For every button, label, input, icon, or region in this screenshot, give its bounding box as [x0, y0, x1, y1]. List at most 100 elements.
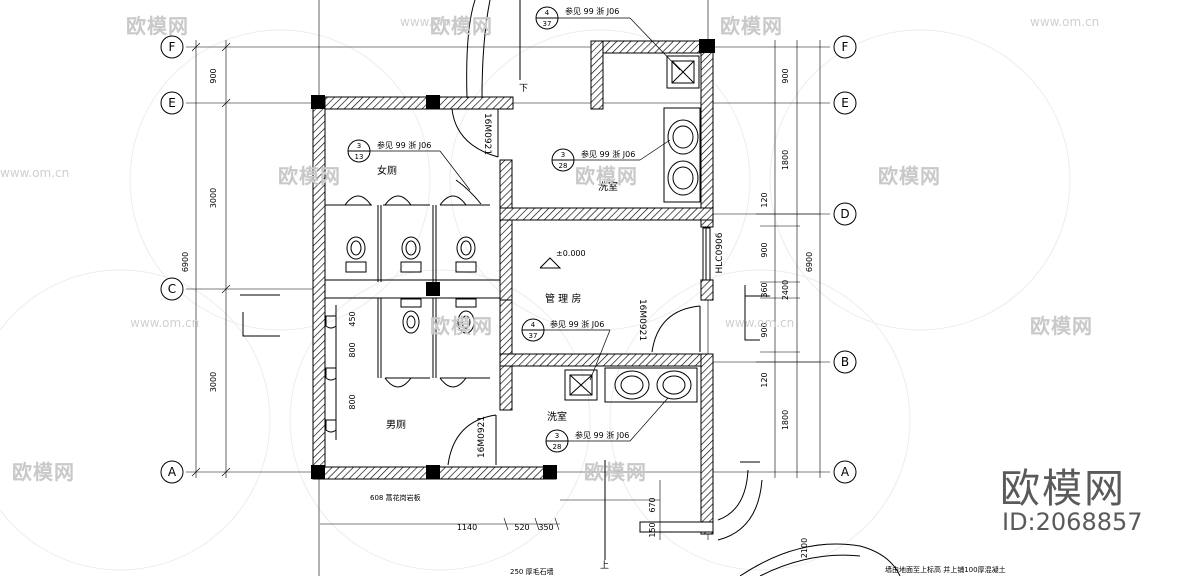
ref-manage-num: 4 — [531, 321, 536, 329]
room-wash-bottom: 洗室 — [547, 410, 567, 423]
axis-d-right: D — [840, 207, 849, 221]
axis-a-right: A — [841, 465, 850, 479]
watermark-logo-1: 欧模网 — [126, 14, 189, 38]
room-labels: 女厕 男厕 洗室 洗室 管 理 房 ±0.000 下 上 — [377, 84, 618, 571]
dim-900-left: 900 — [209, 68, 218, 83]
ref-wash-top-sheet: 28 — [559, 162, 568, 170]
room-manage: 管 理 房 — [545, 292, 581, 305]
stair-up: 上 — [600, 560, 609, 571]
womens-toilets — [345, 236, 477, 273]
watermark-logo-5: 欧模网 — [575, 164, 638, 188]
note-planter: 608 蒿花岗岩板 — [370, 493, 421, 502]
brand-id: ID:2068857 — [1002, 508, 1143, 536]
urinal-dims: 450 800 800 — [348, 311, 357, 409]
watermark-url-5: www.om.cn — [725, 316, 795, 330]
door-labels: 16M0921 16M0921 16M0921 HLC0906 — [477, 113, 725, 458]
dim-900-lower: 900 — [760, 322, 769, 337]
watermark-logo-2: 欧模网 — [430, 14, 493, 38]
axis-f-right: F — [842, 40, 849, 54]
axis-bubbles — [160, 35, 857, 484]
watermark-logo-6: 欧模网 — [878, 164, 941, 188]
dim-1800-lower: 1800 — [781, 410, 790, 430]
dim-1140: 1140 — [457, 523, 477, 532]
right-dimensions — [756, 40, 821, 478]
door-label-2: 16M0921 — [637, 299, 647, 341]
ref-wash-bottom-note: 参见 99 浙 J06 — [575, 430, 629, 440]
dim-2400: 2400 — [781, 280, 790, 300]
ref-top-sheet: 37 — [543, 20, 552, 28]
door-label-3: 16M0921 — [477, 416, 487, 458]
reference-leaders — [370, 17, 681, 442]
ref-wash-top-num: 3 — [561, 151, 565, 159]
axis-e-left: E — [168, 96, 176, 110]
dim-6900-left: 6900 — [181, 252, 190, 272]
watermark-logo-3: 欧模网 — [720, 14, 783, 38]
left-dim-text: 900 3000 3000 6900 — [181, 68, 218, 392]
note-bottom-right: 墙由地面至上标高 并上铺100厚混凝土 — [885, 565, 1006, 574]
axis-f-left: F — [169, 40, 176, 54]
dim-520: 520 — [514, 523, 529, 532]
window-label: HLC0906 — [715, 232, 725, 273]
dim-360: 360 — [760, 282, 769, 297]
dim-6900-right: 6900 — [805, 252, 814, 272]
ref-top-num: 4 — [545, 9, 550, 17]
dim-120-lower: 120 — [760, 372, 769, 387]
columns — [311, 39, 715, 479]
watermark-logo-7: 欧模网 — [430, 314, 493, 338]
dim-150: 150 — [648, 522, 657, 537]
door-swings — [447, 108, 711, 466]
watermark-logo-8: 欧模网 — [1030, 314, 1093, 338]
watermark-logo-9: 欧模网 — [12, 460, 75, 484]
dim-450: 450 — [348, 311, 357, 326]
watermark-url-1: www.om.cn — [400, 15, 470, 29]
dim-800-b: 800 — [348, 394, 357, 409]
dim-900-right: 900 — [781, 68, 790, 83]
note-bottom-left: 250 厚毛石墙 — [510, 567, 554, 576]
ref-womens-num: 3 — [357, 142, 361, 150]
watermark-url-3: www.om.cn — [0, 166, 70, 180]
dim-2100: 2100 — [800, 538, 809, 558]
level-mark: ±0.000 — [556, 249, 586, 258]
watermark-url-4: www.om.cn — [130, 316, 200, 330]
axis-labels: F F E E D C B A A — [168, 40, 850, 479]
watermark-logo-4: 欧模网 — [278, 164, 341, 188]
ref-wash-bottom-num: 3 — [555, 432, 559, 440]
watermark-circles — [0, 29, 1071, 571]
ref-manage-note: 参见 99 浙 J06 — [550, 319, 604, 329]
section-markers — [240, 0, 770, 560]
ref-wash-top-note: 参见 99 浙 J06 — [581, 149, 635, 159]
door-label-1: 16M0921 — [482, 113, 492, 155]
dim-670: 670 — [648, 497, 657, 512]
bottom-dimensions — [320, 480, 661, 540]
dim-1800-upper: 1800 — [781, 150, 790, 170]
room-mens: 男厕 — [386, 419, 406, 431]
axis-c-left: C — [168, 282, 176, 296]
axis-a-left: A — [168, 465, 177, 479]
right-dim-text: 900 1800 120 900 360 900 120 1800 2400 6… — [760, 68, 814, 558]
axis-b-right: B — [841, 355, 849, 369]
dim-120-upper: 120 — [760, 192, 769, 207]
dim-350: 350 — [538, 523, 553, 532]
ref-wash-bottom-sheet: 28 — [553, 443, 562, 451]
walls — [312, 40, 714, 535]
watermark-url-2: www.om.cn — [1030, 15, 1100, 29]
dim-900-mid: 900 — [760, 242, 769, 257]
fixtures — [564, 55, 701, 403]
curved-elements — [466, 0, 901, 576]
reference-text: 4 37 3 13 3 28 4 37 3 28 — [355, 9, 568, 451]
dim-3000-upper: 3000 — [209, 188, 218, 208]
brand-name: 欧模网 — [1000, 466, 1126, 512]
dim-3000-lower: 3000 — [209, 372, 218, 392]
ref-manage-sheet: 37 — [529, 332, 538, 340]
watermark-logo-10: 欧模网 — [584, 460, 647, 484]
notes: 608 蒿花岗岩板 250 厚毛石墙 墙由地面至上标高 并上铺100厚混凝土 — [370, 493, 1006, 576]
axis-e-right: E — [841, 96, 849, 110]
stair-down: 下 — [519, 84, 528, 94]
room-womens: 女厕 — [377, 164, 397, 177]
ref-top-note: 参见 99 浙 J06 — [565, 6, 619, 16]
ref-womens-note: 参见 99 浙 J06 — [377, 140, 431, 150]
bottom-dim-text: 1140 520 350 670 150 — [457, 497, 657, 537]
left-dimensions — [191, 40, 231, 478]
reference-notes: 参见 99 浙 J06 参见 99 浙 J06 参见 99 浙 J06 参见 9… — [377, 6, 635, 440]
